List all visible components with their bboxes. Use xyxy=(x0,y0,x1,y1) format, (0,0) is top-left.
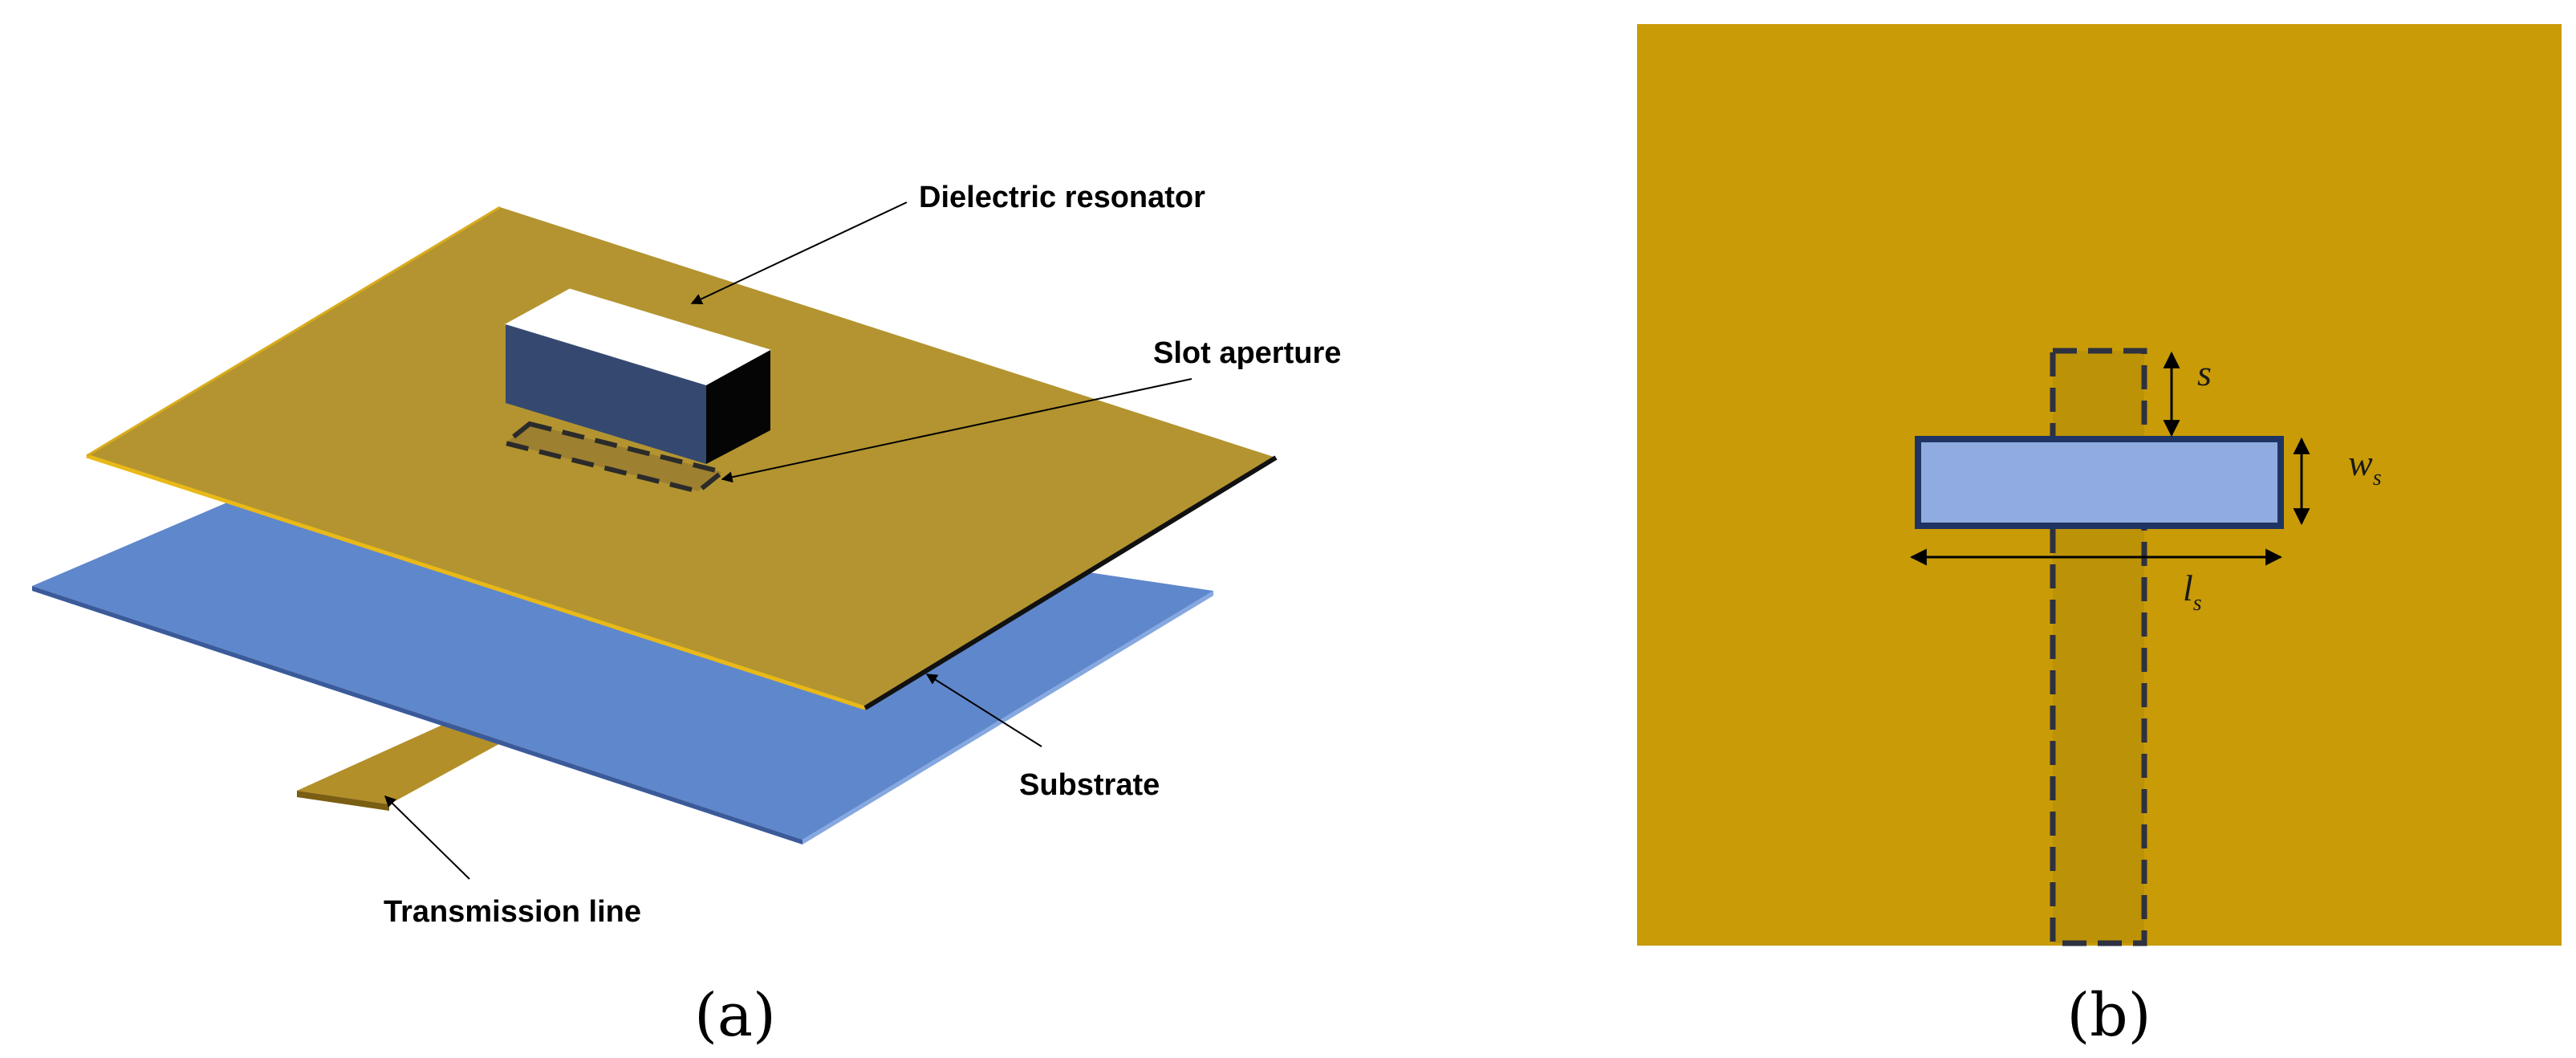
resonator-callout-line xyxy=(690,201,908,304)
ws-dimension-label: ws xyxy=(2348,442,2382,490)
slot-aperture-outline xyxy=(500,421,728,494)
ground-plane-top-edge xyxy=(86,205,501,458)
ground-plane-left-edge xyxy=(86,454,866,710)
panel-a-label: (a) xyxy=(694,981,776,1050)
substrate-label: Substrate xyxy=(1019,768,1160,802)
resonator-front xyxy=(506,324,706,464)
resonator-label: Dielectric resonator xyxy=(919,181,1205,214)
transmission-line xyxy=(297,714,530,804)
panel-a: Dielectric resonator Slot aperture Subst… xyxy=(32,181,1341,1050)
ground-plane xyxy=(87,207,1276,708)
slot-label: Slot aperture xyxy=(1153,336,1341,370)
transmission-line-edge xyxy=(297,791,389,811)
substrate-callout-line xyxy=(925,673,1042,747)
ground-plane-front-edge xyxy=(863,455,1278,710)
ls-dimension-label: ls xyxy=(2183,568,2202,616)
transmission-line-label: Transmission line xyxy=(384,895,641,929)
resonator-side xyxy=(706,350,770,464)
panel-b-label: (b) xyxy=(2066,981,2151,1050)
slot-callout-line xyxy=(721,378,1193,483)
substrate-edge-right xyxy=(802,591,1213,844)
s-dimension-label: s xyxy=(2197,352,2212,393)
substrate-edge xyxy=(32,586,802,844)
panel-b: s ws ls (b) xyxy=(1637,24,2562,1050)
slot-top-view xyxy=(1915,436,2284,529)
line-callout-line xyxy=(384,796,470,880)
